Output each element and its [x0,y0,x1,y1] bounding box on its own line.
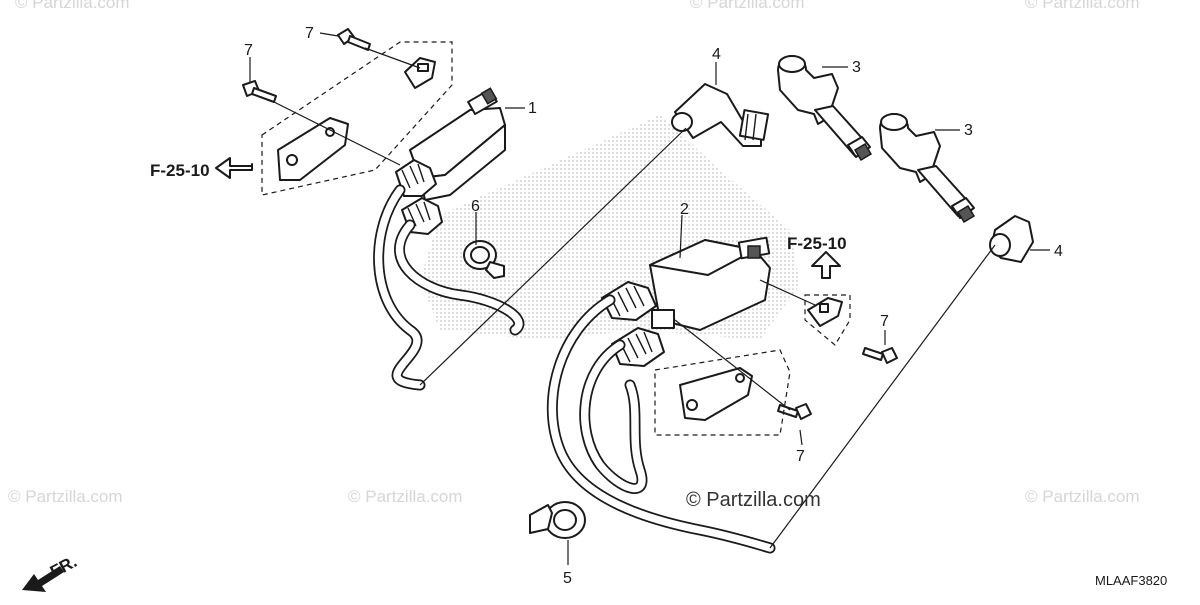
bracket-plate-1 [277,117,349,181]
watermark-top-center: © Partzilla.com [690,0,805,12]
bolt-7-top-left[interactable] [242,80,277,103]
callout-4-right: 4 [1054,243,1063,260]
leader-lines [249,32,1050,565]
callout-numbers: 7 7 1 6 4 3 3 2 4 7 7 5 [244,25,1063,587]
callout-3-mid: 3 [964,122,973,139]
watermark-top-right: © Partzilla.com [1025,0,1140,12]
ref-arrow-right[interactable]: F-25-10 [787,234,847,279]
callout-5: 5 [563,570,572,587]
watermark-main: © Partzilla.com [686,489,821,511]
callout-1: 1 [528,100,537,117]
callout-3-top: 3 [852,59,861,76]
callout-6: 6 [471,198,480,215]
watermark-right: © Partzilla.com [1025,487,1140,506]
watermark-left: © Partzilla.com [8,487,123,506]
spark-plug-cap-3-top[interactable] [777,55,873,162]
watermark-center: © Partzilla.com [348,487,463,506]
watermark-top-left: © Partzilla.com [15,0,130,12]
callout-7-top-left: 7 [244,42,253,59]
callout-2: 2 [680,201,689,218]
wire-clamp-6[interactable] [463,240,505,279]
callout-7-right: 7 [880,313,889,330]
callout-7-bottom: 7 [796,448,805,465]
ref-label-right: F-25-10 [787,234,847,253]
callout-7-upper: 7 [305,25,314,42]
ref-label-left: F-25-10 [150,161,210,180]
bolt-7-bottom[interactable] [777,403,812,420]
watermark-group: © Partzilla.com © Partzilla.com © Partzi… [8,0,1140,506]
diagram-code: MLAAF3820 [1095,573,1167,588]
spark-plug-cap-4-top[interactable] [671,83,770,147]
clip-upper [404,57,436,89]
spark-plug-cap-4-right[interactable] [989,215,1034,263]
bolt-7-upper[interactable] [337,28,371,51]
bolt-7-right[interactable] [862,347,898,364]
callout-4-top: 4 [712,46,721,63]
spark-plug-cap-3-mid[interactable] [879,113,976,224]
bracket-plate-2 [654,294,851,436]
ignition-wires [373,184,776,554]
front-direction-arrow: FR. [22,552,80,592]
wire-clamp-5[interactable] [529,501,586,539]
ignition-coil-1[interactable] [261,41,506,235]
ref-arrow-left[interactable]: F-25-10 [150,157,253,180]
